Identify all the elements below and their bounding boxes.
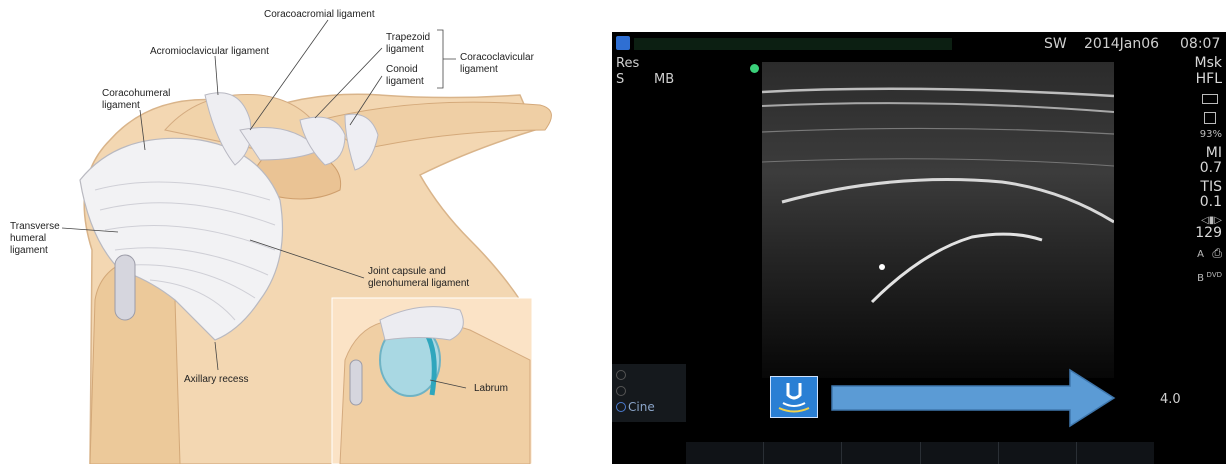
resolution-mode: Res — [616, 56, 639, 71]
softkey-4[interactable] — [921, 442, 999, 464]
storage-percent: 93% — [1200, 128, 1222, 142]
menu-icon[interactable] — [616, 36, 630, 50]
labrum-label: Labrum — [474, 383, 508, 395]
biceps-tendon — [115, 255, 135, 320]
mi-value: 0.7 — [1200, 161, 1222, 175]
softkey-1[interactable] — [686, 442, 764, 464]
direction-arrow — [830, 368, 1116, 428]
axillary-recess-label: Axillary recess — [184, 374, 248, 386]
cine-dot-1 — [616, 370, 626, 380]
battery-icon — [1202, 94, 1218, 104]
coracohumeral-label: Coracohumeral ligament — [102, 88, 166, 112]
exam-time: 08:07 — [1180, 36, 1220, 52]
cine-label: Cine — [628, 400, 655, 414]
dvd-b-label: B — [1197, 272, 1204, 286]
sonogram-image — [762, 62, 1114, 378]
gain-value: 129 — [1195, 226, 1222, 240]
depth-value: 4.0 — [1160, 392, 1181, 407]
ultrasound-screen: SW 2014Jan06 08:07 Res S MB Msk HFL 93% … — [612, 32, 1226, 464]
s-mode: S — [616, 72, 624, 87]
cine-panel[interactable]: Cine — [612, 364, 686, 422]
joint-capsule-label: Joint capsule and glenohumeral ligament — [368, 266, 498, 290]
tis-value: 0.1 — [1200, 195, 1222, 209]
mb-mode: MB — [654, 72, 674, 87]
transducer-glyph — [771, 377, 817, 417]
orientation-marker — [750, 64, 759, 73]
shoulder-anatomy-illustration: Coracoacromial ligament Acromioclavicula… — [0, 0, 612, 464]
printer-a-label: A — [1197, 248, 1204, 262]
softkey-bar — [686, 442, 1154, 464]
status-bar — [634, 38, 952, 50]
softkey-5[interactable] — [999, 442, 1077, 464]
tis-label: TIS — [1200, 180, 1222, 194]
transducer-icon[interactable] — [770, 376, 818, 418]
printer-icon[interactable]: ⎙ — [1212, 246, 1222, 260]
softkey-3[interactable] — [842, 442, 920, 464]
exam-date: 2014Jan06 — [1084, 36, 1159, 52]
cine-icon — [616, 402, 626, 412]
coracoclavicular-label: Coracoclavicular ligament — [460, 52, 550, 76]
inset-tendon — [350, 360, 362, 405]
operator-initials: SW — [1044, 36, 1067, 52]
conoid-label: Conoid ligament — [386, 64, 436, 88]
softkey-2[interactable] — [764, 442, 842, 464]
mi-label: MI — [1206, 146, 1222, 160]
dvd-icon[interactable]: DVD — [1207, 268, 1222, 282]
acromioclavicular-label: Acromioclavicular ligament — [150, 46, 269, 58]
coracoacromial-label: Coracoacromial ligament — [264, 9, 375, 21]
softkey-6[interactable] — [1077, 442, 1154, 464]
trapezoid-label: Trapezoid ligament — [386, 32, 438, 56]
exam-preset: Msk — [1195, 56, 1222, 70]
storage-icon — [1204, 112, 1216, 124]
transverse-humeral-label: Transverse humeral ligament — [10, 221, 70, 257]
probe-type: HFL — [1196, 72, 1222, 86]
cine-dot-2 — [616, 386, 626, 396]
